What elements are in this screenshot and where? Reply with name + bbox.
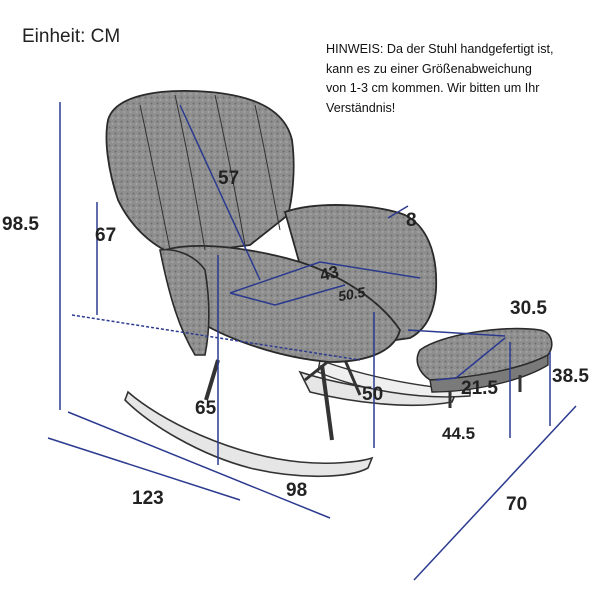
chair-leg [343, 359, 362, 396]
dim-seat-front-height: 65 [195, 398, 217, 419]
armchair [105, 90, 438, 363]
unit-label: Einheit: CM [22, 26, 121, 47]
rocker-front [298, 370, 457, 407]
backrest-tuft-3 [214, 94, 246, 246]
backrest-tuft-2 [174, 94, 206, 251]
rocker-base [124, 358, 471, 478]
backrest-tuft-4 [254, 104, 281, 231]
dim-backrest-height: 67 [95, 225, 117, 246]
dim-seat-height: 50 [362, 384, 384, 405]
chair-leg [304, 358, 331, 382]
dimline-floor [71, 314, 361, 361]
dimline-seat-base [229, 292, 276, 306]
dim-footstool-top: 30.5 [510, 298, 547, 319]
dim-footstool-height: 38.5 [552, 366, 589, 387]
dimline-footstool-top [407, 329, 506, 337]
notice-line: von 1-3 cm kommen. Wir bitten um Ihr [326, 81, 540, 95]
dim-footstool-length: 44.5 [442, 424, 476, 443]
dimline-rocker-length [67, 411, 331, 519]
dimline-seat-right [319, 261, 421, 279]
dimline-seat-depth [274, 284, 346, 306]
dim-rocker-length: 98 [286, 480, 308, 501]
chair-backrest [105, 90, 295, 256]
dimension-lines [47, 102, 577, 581]
backrest-tuft-1 [139, 104, 171, 251]
dimline-armrest-width [387, 205, 409, 219]
handmade-size-notice: HINWEIS: Da der Stuhl handgefertigt ist,… [326, 40, 598, 118]
rocker-rear [124, 390, 374, 478]
dimline-backrest-length [179, 104, 261, 281]
dim-backrest-length: 57 [218, 168, 240, 189]
dimline-seat-width [229, 261, 321, 294]
notice-line: kann es zu einer Größenabweichung [326, 61, 532, 76]
dimline-total-depth [47, 437, 241, 501]
chair-wing-right [283, 204, 438, 346]
dimline-footstool-width [435, 377, 457, 381]
dimline-total-width [413, 405, 577, 581]
dimline-footstool-depth [455, 337, 506, 379]
notice-line: HINWEIS: Da der Stuhl handgefertigt ist, [326, 42, 554, 56]
chair-leg [320, 364, 334, 441]
dim-total-depth: 123 [132, 488, 164, 509]
chair-armrest-left [159, 248, 210, 356]
footstool-side [429, 353, 549, 393]
dim-footstool-depth: 21.5 [461, 378, 498, 399]
chair-leg [204, 359, 220, 401]
dim-armrest-width: 8 [406, 210, 417, 231]
dim-total-height: 98.5 [2, 214, 39, 235]
notice-line: Verständnis! [326, 100, 396, 115]
dim-total-width: 70 [506, 494, 528, 515]
